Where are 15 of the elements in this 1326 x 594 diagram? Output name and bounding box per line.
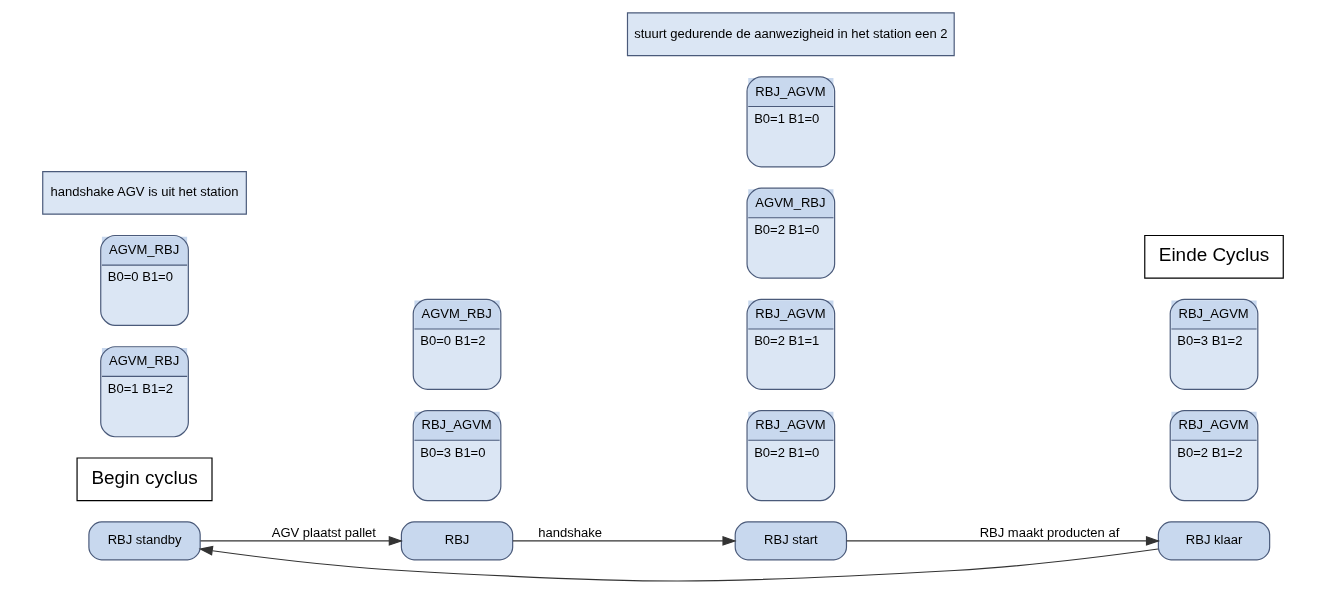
node-box: RBJ bbox=[400, 521, 514, 561]
arrow bbox=[198, 545, 1159, 582]
edge-label: RBJ maakt producten af bbox=[979, 525, 1120, 541]
edge-label: handshake bbox=[538, 525, 602, 541]
node-box: stuurt gedurende de aanwezigheid in het station een 2 bbox=[626, 12, 955, 57]
node-box: RBJ start bbox=[734, 521, 848, 561]
node-box: RBJ klaar bbox=[1157, 521, 1271, 561]
arrow bbox=[199, 535, 403, 546]
node-box: Begin cyclus bbox=[76, 457, 213, 502]
node-box: Einde Cyclus bbox=[1144, 234, 1284, 279]
arrow bbox=[512, 535, 737, 546]
node-box: RBJ standby bbox=[88, 521, 201, 561]
node-box: handshake AGV is uit het station bbox=[42, 171, 247, 215]
arrow bbox=[846, 535, 1161, 546]
edge-label: AGV plaatst pallet bbox=[271, 525, 376, 541]
